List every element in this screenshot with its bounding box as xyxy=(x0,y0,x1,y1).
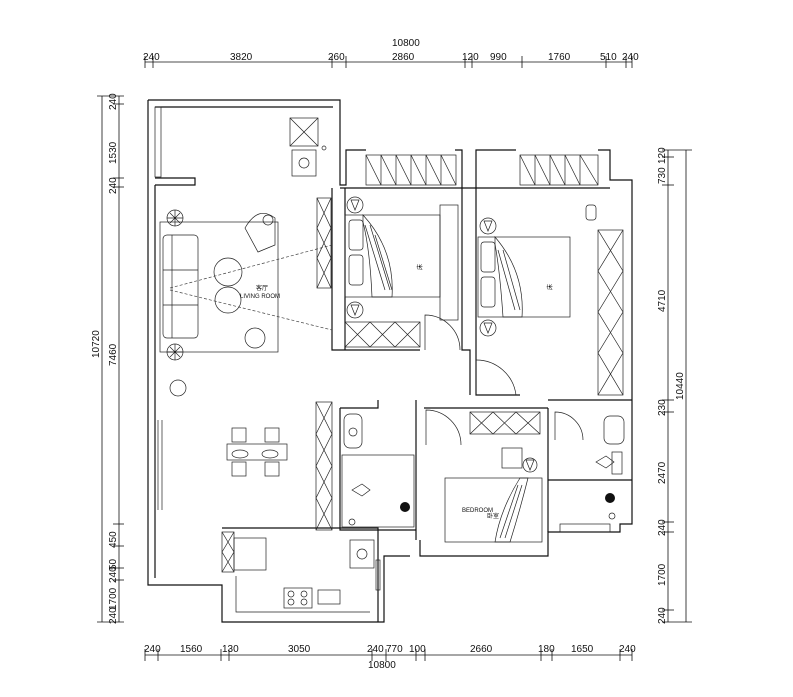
right-dim-3: 4710 xyxy=(657,289,668,312)
bathroom-1 xyxy=(341,413,415,528)
bottom-dim-10: 1650 xyxy=(571,644,594,655)
plant-icon xyxy=(479,319,497,337)
right-dim-6: 240 xyxy=(657,519,668,536)
top-dim-8: 510 xyxy=(600,52,617,63)
right-dimension: 10440 120 730 4710 230 2470 240 1700 240 xyxy=(657,147,692,624)
door-swing-icon xyxy=(554,411,584,441)
top-dim-9: 240 xyxy=(622,52,639,63)
bottom-dim-1: 240 xyxy=(144,644,161,655)
top-dimension: 10800 240 3820 260 2860 120 990 1760 510… xyxy=(143,38,639,68)
plant-icon xyxy=(346,301,364,319)
top-dim-2: 3820 xyxy=(230,52,253,63)
plant-icon xyxy=(522,457,538,473)
top-dim-1: 240 xyxy=(143,52,160,63)
bathtub-icon xyxy=(603,415,625,445)
door-swing-icon xyxy=(424,314,461,351)
plant-icon xyxy=(346,196,364,214)
sink-icon xyxy=(349,539,375,569)
left-dim-4: 240 xyxy=(108,566,119,583)
right-dim-2: 730 xyxy=(657,167,668,184)
bathroom-2 xyxy=(554,411,625,533)
left-dim-5: 50 xyxy=(108,558,119,570)
master-bed-label: 床 xyxy=(416,264,424,270)
bed-icon xyxy=(444,477,543,543)
top-total-dim: 10800 xyxy=(392,38,420,49)
living-room-label: LIVING ROOM xyxy=(240,294,280,300)
second-bedroom: 床 xyxy=(475,204,624,396)
left-dim-6: 450 xyxy=(108,531,119,548)
door-swing-icon xyxy=(475,359,517,396)
top-dim-7: 1760 xyxy=(548,52,571,63)
bottom-dimension: 10800 240 1560 130 3050 240 770 100 2660… xyxy=(144,644,636,671)
bottom-total-dim: 10800 xyxy=(368,660,396,671)
armchair-icon xyxy=(244,212,276,253)
right-dim-1: 120 xyxy=(657,147,668,164)
bedroom-cn-label: 卧室 xyxy=(487,512,499,520)
bottom-dim-6: 770 xyxy=(386,644,403,655)
living-room-cn-label: 客厅 xyxy=(256,284,268,292)
plant-icon xyxy=(166,343,184,361)
stove-icon xyxy=(283,587,313,609)
master-bedroom: 床 xyxy=(344,196,461,351)
left-dim-1: 240 xyxy=(108,93,119,110)
left-total-dim: 10720 xyxy=(91,330,102,358)
balcony xyxy=(154,106,327,178)
sofa-icon xyxy=(162,234,199,339)
plant-icon xyxy=(479,217,497,235)
living-room: 客厅 LIVING ROOM xyxy=(159,209,333,397)
wardrobe-icon xyxy=(315,197,333,531)
bedroom-label: BEDROOM xyxy=(462,508,493,514)
bottom-dim-7: 100 xyxy=(409,644,426,655)
left-sub-dim: 7460 xyxy=(108,343,119,366)
top-dim-6: 990 xyxy=(490,52,507,63)
left-dim-3: 240 xyxy=(108,177,119,194)
top-dim-3: 260 xyxy=(328,52,345,63)
left-dim-7: 1700 xyxy=(108,587,119,610)
door-swing-icon xyxy=(425,409,462,446)
right-total-dim: 10440 xyxy=(675,372,686,400)
plant-icon xyxy=(166,209,184,227)
toilet-icon xyxy=(595,455,615,469)
third-bedroom: BEDROOM 卧室 xyxy=(444,411,543,543)
bed-icon xyxy=(477,236,571,318)
bottom-dim-11: 240 xyxy=(619,644,636,655)
top-dim-5: 120 xyxy=(462,52,479,63)
second-bed-label: 床 xyxy=(546,284,554,290)
dining-set-icon xyxy=(226,427,288,477)
bottom-dim-8: 2660 xyxy=(470,644,493,655)
walls xyxy=(147,99,633,623)
right-dim-5: 2470 xyxy=(657,461,668,484)
right-dim-4: 230 xyxy=(657,399,668,416)
bottom-dim-4: 3050 xyxy=(288,644,311,655)
left-dim-2: 1530 xyxy=(108,141,119,164)
bottom-dim-5: 240 xyxy=(367,644,384,655)
left-dimension: 10720 7460 240 1530 240 240 50 450 1700 … xyxy=(91,93,124,624)
bedroom-top-windows xyxy=(365,154,599,186)
bathtub-icon xyxy=(343,413,363,449)
wardrobe-icon xyxy=(597,229,624,396)
right-dim-8: 240 xyxy=(657,607,668,624)
left-dim-8: 240 xyxy=(108,607,119,624)
living-window xyxy=(157,420,163,510)
toilet-icon xyxy=(351,483,371,497)
bottom-dim-3: 130 xyxy=(222,644,239,655)
bottom-dim-9: 180 xyxy=(538,644,555,655)
bottom-dim-2: 1560 xyxy=(180,644,203,655)
kitchen xyxy=(221,531,381,613)
top-dim-4: 2860 xyxy=(392,52,415,63)
right-dim-7: 1700 xyxy=(657,563,668,586)
